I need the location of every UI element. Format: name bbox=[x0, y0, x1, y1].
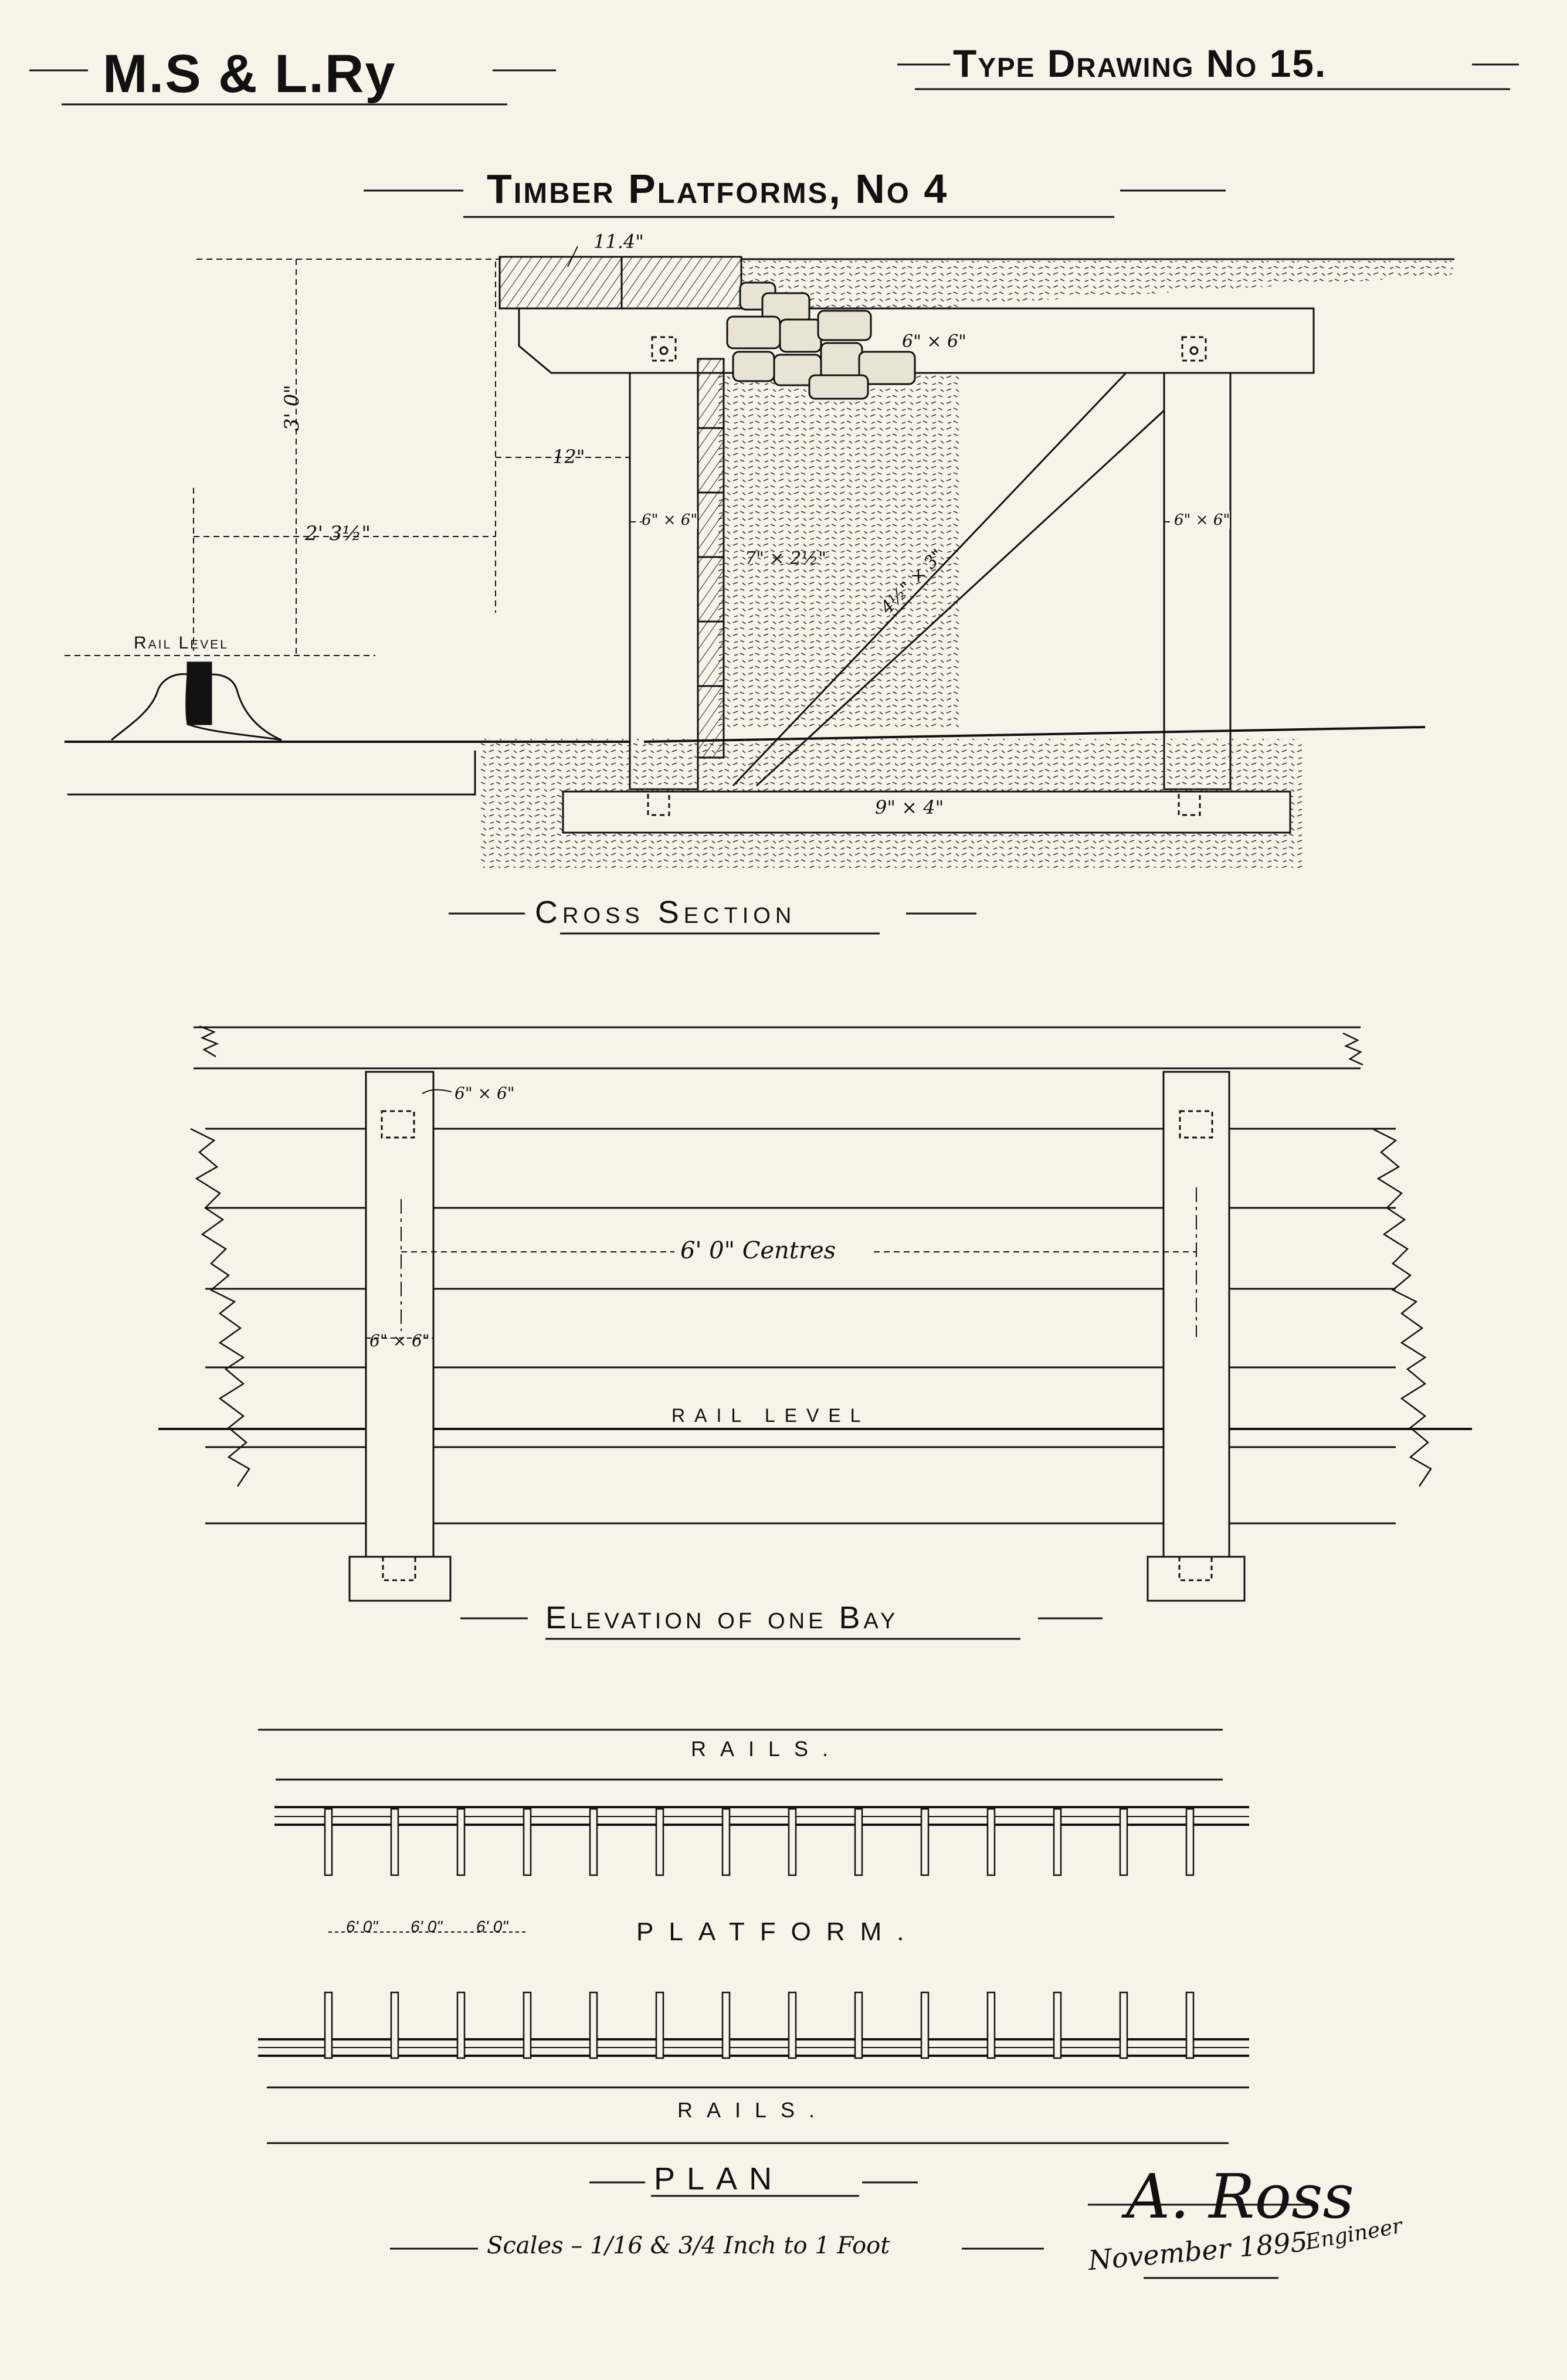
sole-plate bbox=[562, 790, 1291, 834]
plan-joist-lower bbox=[788, 1991, 797, 2059]
plan-joist-upper bbox=[788, 1808, 797, 1876]
plan-joist-upper bbox=[920, 1808, 930, 1876]
post-left bbox=[629, 372, 699, 790]
engineer-signature: A. Ross bbox=[1126, 2161, 1354, 2232]
plan-joist-upper bbox=[324, 1808, 333, 1876]
plan-joist-lower bbox=[523, 1991, 532, 2059]
dim-stone-block: 6" × 6" bbox=[902, 331, 966, 352]
plan-rails-bottom: Rails. bbox=[677, 2098, 829, 2122]
plan-joist-upper bbox=[986, 1808, 996, 1876]
plan-rails-top: Rails. bbox=[691, 1737, 843, 1761]
railway-name: M.S & L.Ry bbox=[103, 44, 396, 104]
dim-elevation-post: 6" × 6" bbox=[369, 1331, 430, 1350]
dim-post-left: 6" × 6" bbox=[642, 511, 698, 529]
plan-spacing-3: 6' 0" bbox=[476, 1917, 508, 1936]
plan-joist-lower bbox=[1185, 1991, 1195, 2059]
plan-joist-lower bbox=[854, 1991, 863, 2059]
plan-joist-lower bbox=[589, 1991, 598, 2059]
dim-clearance: 12" bbox=[552, 446, 585, 468]
deck-plank bbox=[498, 256, 742, 310]
dim-height: 3' 0" bbox=[280, 384, 304, 431]
elevation-rail-level-label: Rail Level bbox=[671, 1405, 870, 1426]
plan-caption: Plan bbox=[654, 2161, 784, 2196]
plan-joist-lower bbox=[390, 1991, 399, 2059]
plan-joist-upper bbox=[1185, 1808, 1195, 1876]
drawing-type: Type Drawing No 15. bbox=[953, 42, 1327, 85]
drawing-title: Timber Platforms, No 4 bbox=[487, 166, 949, 212]
header-rules bbox=[29, 63, 1519, 218]
plan-joist-upper bbox=[1119, 1808, 1128, 1876]
dim-sole-plate: 9" × 4" bbox=[875, 796, 944, 819]
plan-joist-upper bbox=[456, 1808, 466, 1876]
dim-post-right: 6" × 6" bbox=[1174, 511, 1230, 529]
dim-walling: 7" × 2½" bbox=[745, 548, 827, 569]
plan-joist-lower bbox=[1053, 1991, 1062, 2059]
plan-joist-lower bbox=[324, 1991, 333, 2059]
elevation-drawing bbox=[158, 1025, 1472, 1602]
plan-joist-lower bbox=[655, 1991, 664, 2059]
plan-joist-lower bbox=[1119, 1991, 1128, 2059]
brace bbox=[732, 372, 1127, 787]
plan-joist-lower bbox=[456, 1991, 466, 2059]
plan-joist-lower bbox=[721, 1991, 731, 2059]
plan-joist-upper bbox=[390, 1808, 399, 1876]
plan-joist-lower bbox=[920, 1991, 930, 2059]
post-right bbox=[1163, 372, 1232, 790]
rail-section bbox=[186, 661, 212, 725]
elevation-post-left bbox=[365, 1071, 435, 1560]
dim-deck-width: 11.4" bbox=[593, 230, 644, 253]
plan-joists bbox=[324, 1808, 1195, 2059]
plan-joist-upper bbox=[854, 1808, 863, 1876]
cross-section-drawing bbox=[65, 246, 1454, 868]
plan-spacing-1: 6' 0" bbox=[346, 1917, 378, 1936]
plan-joist-lower bbox=[986, 1991, 996, 2059]
elevation-caption: Elevation of one Bay bbox=[545, 1600, 899, 1635]
walling-board bbox=[697, 358, 725, 759]
plan-joist-upper bbox=[523, 1808, 532, 1876]
plan-joist-upper bbox=[589, 1808, 598, 1876]
dim-post-top: 6" × 6" bbox=[455, 1084, 515, 1103]
plan-platform-label: Platform. bbox=[636, 1917, 920, 1946]
caption-rules bbox=[390, 912, 1314, 2279]
plan-joist-upper bbox=[721, 1808, 731, 1876]
plan-spacing-2: 6' 0" bbox=[411, 1917, 443, 1936]
dim-centres: 6' 0" Centres bbox=[680, 1237, 836, 1264]
cross-section-caption: Cross Section bbox=[535, 895, 796, 930]
stone-block bbox=[726, 281, 916, 400]
elevation-post-right bbox=[1162, 1071, 1230, 1560]
plan-joist-upper bbox=[1053, 1808, 1062, 1876]
scales-note: Scales – 1/16 & 3/4 Inch to 1 Foot bbox=[487, 2232, 890, 2259]
rail-level-label: Rail Level bbox=[134, 633, 229, 653]
plan-joist-upper bbox=[655, 1808, 664, 1876]
plan-drawing bbox=[258, 1729, 1249, 2144]
dim-offset: 2' 3½" bbox=[305, 522, 371, 545]
